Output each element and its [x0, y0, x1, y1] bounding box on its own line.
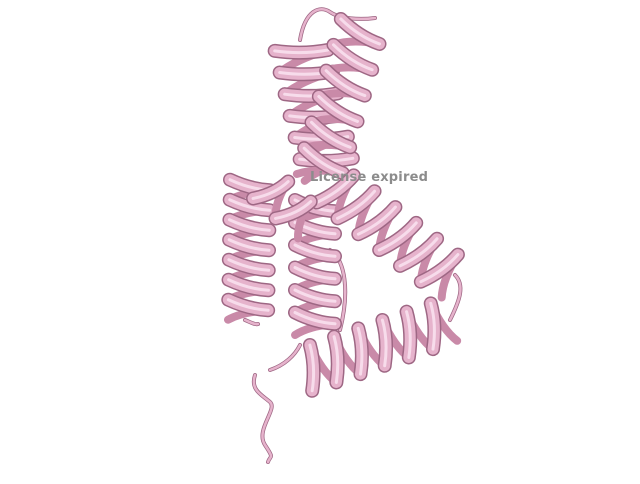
helix-2-front-highlight-1 [228, 198, 272, 212]
helix-4-front-highlight-1 [336, 189, 377, 220]
helix-6-front-highlight-0 [251, 180, 290, 200]
loop-coil-highlight-4 [243, 318, 260, 326]
helix-5-front-highlight-2 [356, 326, 364, 376]
helix-3-front-highlight-3 [293, 266, 337, 281]
helix-2-front-highlight-4 [227, 258, 271, 272]
helix-5-front-highlight-4 [405, 310, 412, 359]
helix-5-front-highlight-5 [429, 301, 436, 351]
helix-1-front-highlight-0 [339, 17, 381, 46]
helix-5-front-highlight-0 [308, 343, 316, 393]
helix-4-front-highlight-0 [315, 173, 356, 205]
helix-4-front-highlight-3 [377, 221, 418, 252]
loop-coil-highlight-0 [298, 7, 377, 42]
helix-4-front-highlight-4 [398, 237, 439, 268]
helix-2-front-highlight-3 [227, 238, 271, 252]
protein-helices [221, 11, 465, 398]
helix-3-front-highlight-5 [293, 311, 337, 326]
loop-coil-highlight-3 [448, 273, 462, 322]
helix-4-front-highlight-5 [419, 253, 460, 284]
helix-1-front-highlight-3 [317, 94, 359, 123]
helix-0-front-highlight-0 [273, 48, 330, 55]
helix-1-front-highlight-2 [324, 69, 367, 98]
helix-3-front-highlight-4 [293, 288, 337, 303]
loop-coil-5 [268, 343, 302, 372]
helix-2-front-highlight-5 [227, 278, 270, 292]
helix-1-front-highlight-1 [332, 43, 374, 72]
loop-coil-highlight-5 [268, 343, 302, 372]
helix-5-front-highlight-3 [380, 318, 388, 368]
loop-coil-highlight-1 [252, 373, 273, 464]
helix-1-front-highlight-5 [302, 146, 345, 175]
helix-4-front-highlight-2 [356, 205, 397, 236]
helix-2-front-highlight-6 [226, 298, 270, 312]
helix-1-front-highlight-4 [310, 120, 352, 149]
helix-6-front-highlight-1 [274, 200, 313, 220]
helix-2-front-highlight-2 [227, 218, 271, 232]
helix-3-front-highlight-2 [293, 243, 337, 258]
helix-5-front-highlight-1 [332, 335, 340, 384]
